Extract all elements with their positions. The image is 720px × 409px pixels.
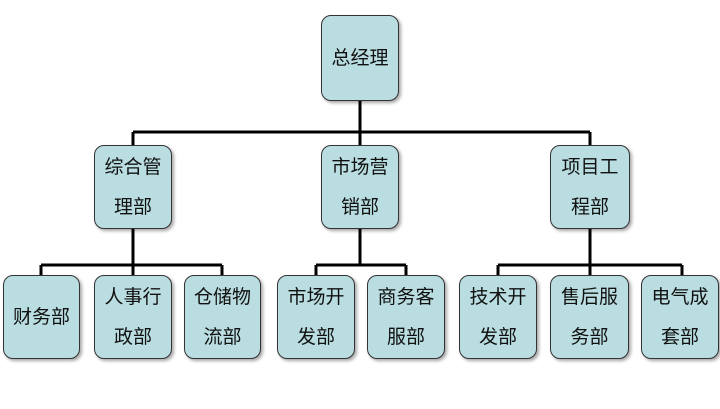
node-finance: 财务部: [3, 275, 80, 359]
node-electrical-equipment: 电气成套部: [641, 275, 719, 359]
node-label: 综合管理部: [104, 156, 162, 218]
node-after-sales: 售后服务部: [550, 275, 629, 359]
node-market-development: 市场开发部: [277, 275, 355, 359]
node-label: 售后服务部: [560, 286, 618, 348]
node-label: 人事行政部: [104, 286, 162, 348]
node-label: 项目工程部: [561, 156, 619, 218]
node-label: 仓储物流部: [193, 286, 251, 348]
node-warehouse-logistics: 仓储物流部: [184, 275, 261, 359]
node-general-manager: 总经理: [321, 15, 399, 101]
node-label: 市场开发部: [287, 286, 345, 348]
node-tech-development: 技术开发部: [459, 275, 537, 359]
node-label: 电气成套部: [651, 286, 709, 348]
node-label: 总经理: [331, 47, 389, 69]
node-label: 技术开发部: [469, 286, 527, 348]
node-label: 商务客服部: [377, 286, 435, 348]
node-hr-admin: 人事行政部: [94, 275, 172, 359]
node-label: 市场营销部: [331, 156, 389, 218]
node-business-service: 商务客服部: [367, 275, 445, 359]
node-dept-engineering: 项目工程部: [550, 145, 630, 229]
node-label: 财务部: [12, 306, 70, 328]
node-dept-admin: 综合管理部: [94, 145, 172, 229]
node-dept-marketing: 市场营销部: [321, 145, 399, 229]
